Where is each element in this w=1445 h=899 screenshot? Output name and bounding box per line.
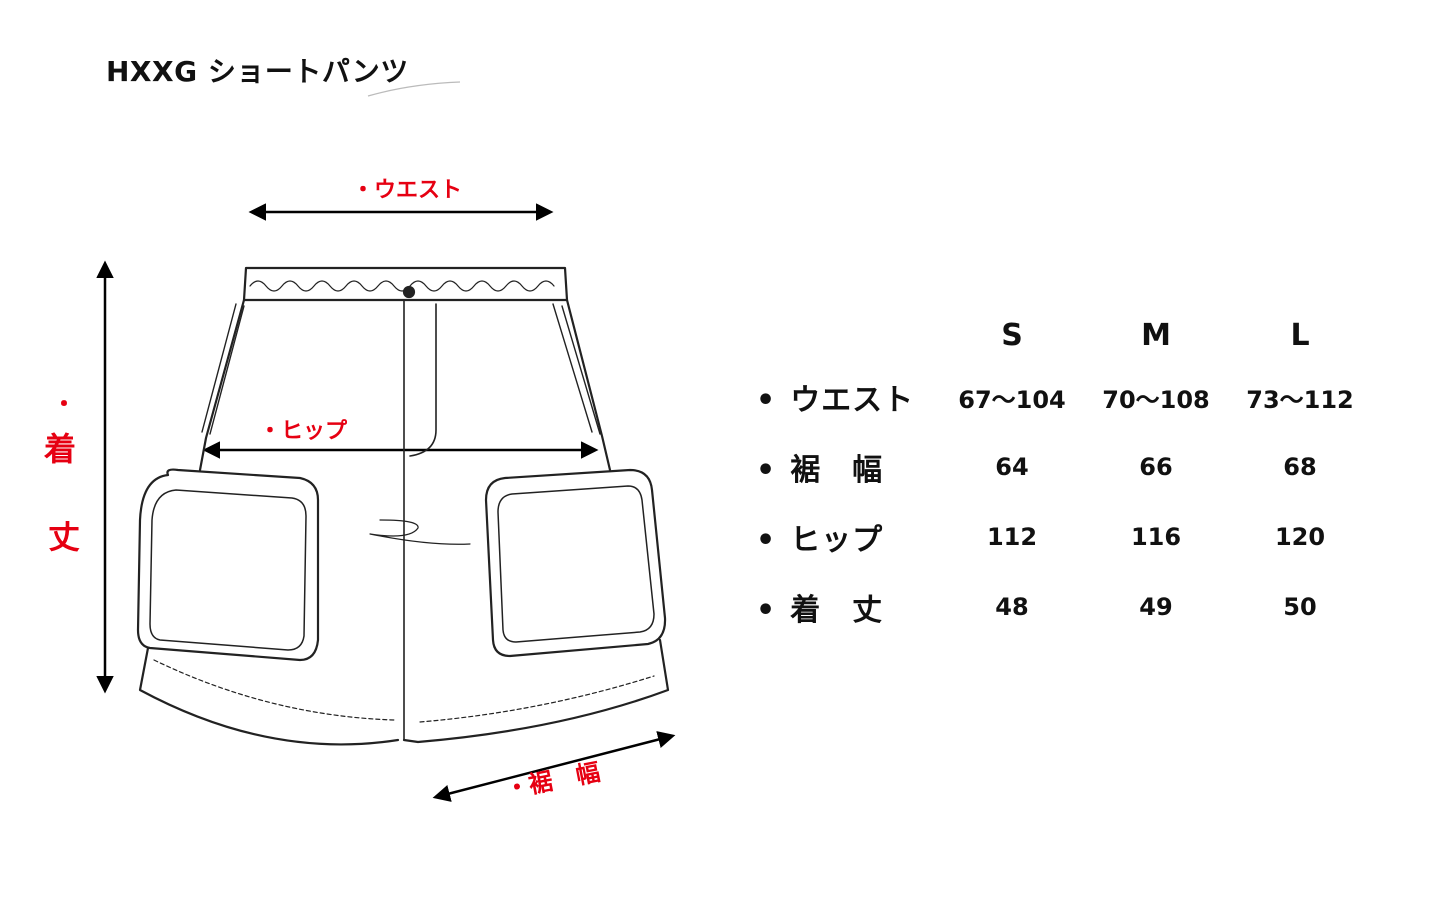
header-spacer (756, 308, 940, 362)
length-label-char-1: 着 (44, 430, 77, 468)
table-cell: 49 (1139, 593, 1173, 621)
row-label-waist: • ウエスト (756, 362, 940, 432)
waist-button (402, 285, 416, 299)
table-row: • 裾 幅 64 66 68 (756, 432, 1372, 502)
table-cell: 116 (1130, 523, 1182, 551)
row-label-text: ウエスト (790, 383, 915, 418)
size-table-header: S M L (756, 308, 1372, 362)
length-label-bullet: ・ (52, 390, 76, 418)
row-label-length: • 着 丈 (756, 572, 940, 642)
size-column-s: S (1001, 317, 1023, 353)
page-title: HXXG ショートパンツ (106, 55, 409, 88)
table-cell: 68 (1283, 453, 1317, 481)
row-label-text: 着 丈 (790, 593, 884, 628)
table-cell: 70～108 (1102, 385, 1210, 414)
row-label-hem: • 裾 幅 (756, 432, 940, 502)
size-column-l: L (1290, 317, 1310, 353)
size-column-m: M (1141, 317, 1171, 353)
table-cell: 73～112 (1246, 385, 1354, 414)
table-cell: 50 (1283, 593, 1317, 621)
size-table: S M L • ウエスト 67～104 70～108 73～112 • 裾 幅 64… (756, 308, 1372, 642)
bullet-icon: • (756, 383, 777, 418)
waist-label: ・ウエスト (352, 178, 463, 203)
hem-arrow (432, 731, 676, 802)
bullet-icon: • (756, 453, 777, 488)
bullet-icon: • (756, 593, 777, 628)
table-cell: 48 (995, 593, 1029, 621)
table-row: • ウエスト 67～104 70～108 73～112 (756, 362, 1372, 432)
table-cell: 66 (1139, 453, 1173, 481)
title-underline-stroke (367, 81, 461, 97)
row-label-hip: • ヒップ (756, 502, 940, 572)
length-label-char-2: 丈 (48, 518, 81, 556)
table-row: • ヒップ 112 116 120 (756, 502, 1372, 572)
table-cell: 67～104 (958, 385, 1066, 414)
hip-label: ・ヒップ (259, 419, 348, 444)
row-label-text: ヒップ (790, 523, 884, 558)
table-cell: 64 (995, 453, 1029, 481)
table-row: • 着 丈 48 49 50 (756, 572, 1372, 642)
row-label-text: 裾 幅 (790, 453, 884, 488)
bullet-icon: • (756, 523, 777, 558)
table-cell: 120 (1274, 523, 1326, 551)
table-cell: 112 (986, 523, 1038, 551)
shorts-illustration (136, 266, 670, 746)
